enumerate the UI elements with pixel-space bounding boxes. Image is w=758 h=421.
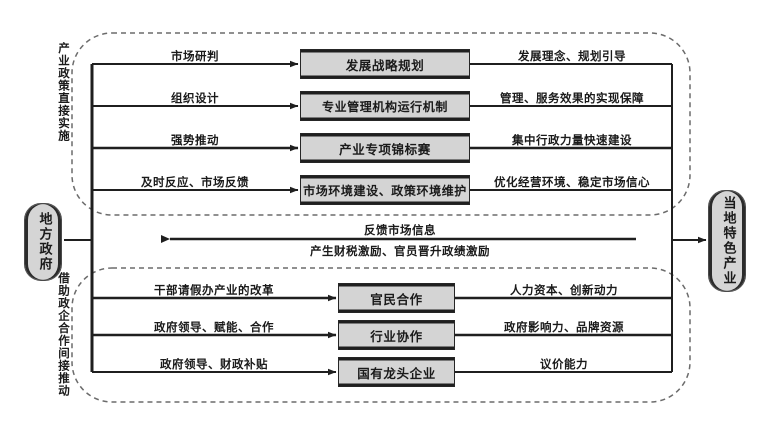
feedback-label-line2: 产生财税激励、官员晋升政绩激励 — [310, 244, 490, 258]
process-box-label: 专业管理机构运行机制 — [321, 99, 448, 114]
feedback-label-line1: 反馈市场信息 — [364, 223, 436, 237]
process-box-label: 行业协作 — [370, 328, 423, 344]
edge-label-input-3: 强势推动 — [171, 133, 219, 147]
edge-label-output-7: 议价能力 — [540, 357, 588, 371]
edge-label-output-4: 优化经营环境、稳定市场信心 — [494, 175, 650, 189]
edge-label-output-6: 政府影响力、品牌资源 — [504, 320, 624, 334]
process-box-gov-public-cooperation[interactable]: 官民合作 — [338, 283, 455, 313]
actor-local-industry-label: 当地特色产业 — [720, 196, 736, 286]
edge-label-input-4: 及时反应、市场反馈 — [141, 175, 249, 189]
group-boundary-indirect — [71, 267, 691, 403]
process-box-development-strategy[interactable]: 发展战略规划 — [300, 49, 470, 79]
edge-label-output-1: 发展理念、规划引导 — [518, 49, 626, 63]
edge-label-input-1: 市场研判 — [171, 49, 219, 63]
edge-label-input-6: 政府领导、赋能、合作 — [154, 320, 274, 334]
process-box-professional-management[interactable]: 专业管理机构运行机制 — [300, 91, 470, 121]
process-box-label: 市场环境建设、政策环境维护 — [303, 183, 467, 198]
edge-label-output-2: 管理、服务效果的实现保障 — [500, 91, 644, 105]
actor-local-government-label: 地方政府 — [36, 212, 52, 272]
edge-label-output-3: 集中行政力量快速建设 — [512, 133, 632, 147]
edge-label-output-5: 人力资本、创新动力 — [510, 283, 618, 297]
process-box-label: 官民合作 — [370, 291, 423, 307]
group-label-direct: 产业政策直接实施 — [57, 42, 71, 142]
process-box-industry-collaboration[interactable]: 行业协作 — [338, 320, 455, 350]
process-box-label: 产业专项锦标赛 — [339, 141, 431, 157]
process-box-market-environment[interactable]: 市场环境建设、政策环境维护 — [300, 175, 470, 205]
group-label-indirect: 借助政企合作间接推动 — [57, 272, 71, 397]
process-box-state-owned-leading-enterprise[interactable]: 国有龙头企业 — [338, 357, 455, 387]
group-boundary-direct — [71, 32, 691, 216]
edge-label-input-2: 组织设计 — [171, 91, 219, 105]
actor-local-industry[interactable]: 当地特色产业 — [708, 190, 746, 292]
process-box-label: 发展战略规划 — [345, 57, 425, 73]
process-box-label: 国有龙头企业 — [357, 365, 436, 381]
edge-label-input-5: 干部请假办产业的改革 — [154, 283, 274, 297]
actor-local-government[interactable]: 地方政府 — [24, 203, 62, 281]
edge-label-input-7: 政府领导、财政补贴 — [160, 357, 268, 371]
process-box-industry-tournament[interactable]: 产业专项锦标赛 — [300, 133, 470, 163]
